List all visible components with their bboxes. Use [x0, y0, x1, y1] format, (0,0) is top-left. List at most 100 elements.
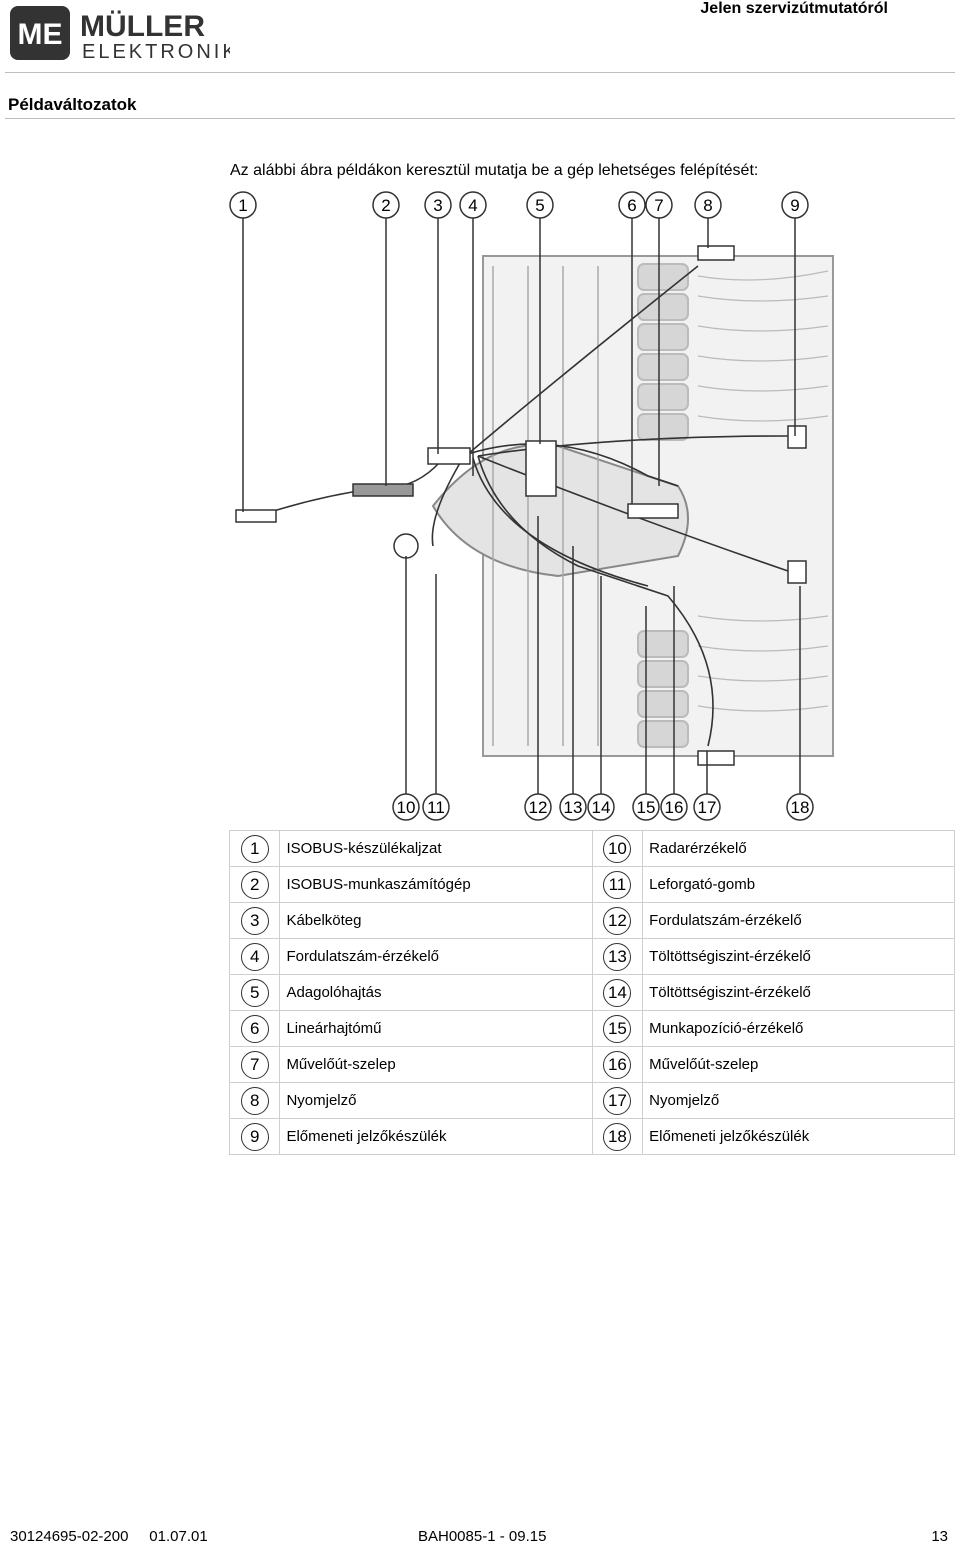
legend-number: 15	[603, 1014, 632, 1043]
callout-circle-13	[559, 793, 587, 821]
legend-number: 14	[603, 978, 632, 1007]
legend-number: 9	[240, 1122, 269, 1151]
callout-label-2: 2	[381, 196, 390, 215]
legend-number-cell: 17	[591, 1082, 644, 1119]
legend-number-cell: 9	[228, 1118, 281, 1155]
legend-number: 6	[240, 1014, 269, 1043]
legend-label: Leforgató-gomb	[642, 866, 955, 903]
callout-circle-4	[459, 191, 487, 219]
svg-text:ELEKTRONIK: ELEKTRONIK	[82, 41, 230, 62]
callout-circle-18	[786, 793, 814, 821]
legend-number: 13	[603, 942, 632, 971]
callout-label-4: 4	[468, 196, 477, 215]
legend-number: 11	[603, 870, 632, 899]
legend-row: 7 Művelőút-szelep 16 Művelőút-szelep	[228, 1046, 955, 1083]
callout-circle-3	[424, 191, 452, 219]
legend-label: Művelőút-szelep	[279, 1046, 593, 1083]
legend-label: Fordulatszám-érzékelő	[642, 902, 955, 939]
legend-label: Művelőút-szelep	[642, 1046, 955, 1083]
legend-number-cell: 10	[591, 830, 644, 867]
legend-label: Nyomjelző	[642, 1082, 955, 1119]
callout-circle-2	[372, 191, 400, 219]
callout-label-8: 8	[703, 196, 712, 215]
callout-label-9: 9	[790, 196, 799, 215]
legend-number: 3	[240, 906, 269, 935]
callout-circle-9	[781, 191, 809, 219]
callout-label-13: 13	[564, 798, 583, 817]
legend-number-cell: 2	[228, 866, 281, 903]
callout-label-3: 3	[433, 196, 442, 215]
legend-number: 10	[603, 834, 632, 863]
legend-number: 16	[603, 1050, 632, 1079]
legend-table: 1 ISOBUS-készülékaljzat 10 Radarérzékelő 2 IS…	[228, 830, 955, 1155]
header-title: Jelen szervizútmutatóról	[700, 0, 888, 17]
callout-label-14: 14	[592, 798, 611, 817]
legend-number: 1	[240, 834, 269, 863]
legend-row: 2 ISOBUS-munkaszámítógép 11 Leforgató-gomb	[228, 866, 955, 903]
muller-elektronik-logo: ME MÜLLER ELEKTRONIK	[10, 4, 236, 63]
legend-number: 2	[240, 870, 269, 899]
legend-label: ISOBUS-munkaszámítógép	[279, 866, 593, 903]
section-divider	[5, 118, 955, 119]
callout-label-1: 1	[238, 196, 247, 215]
footer-ref: BAH0085-1 - 09.15	[418, 1528, 547, 1545]
legend-number-cell: 15	[591, 1010, 644, 1047]
callout-label-17: 17	[698, 798, 717, 817]
legend-row: 5 Adagolóhajtás 14 Töltöttségiszint-érzékel…	[228, 974, 955, 1011]
callout-circle-8	[694, 191, 722, 219]
legend-number: 7	[240, 1050, 269, 1079]
footer-date: 01.07.01	[149, 1528, 208, 1545]
legend-number: 5	[240, 978, 269, 1007]
legend-number-cell: 14	[591, 974, 644, 1011]
section-title: Példaváltozatok	[8, 95, 137, 114]
legend-number-cell: 16	[591, 1046, 644, 1083]
legend-number-cell: 1	[228, 830, 281, 867]
callout-circle-7	[645, 191, 673, 219]
callout-label-16: 16	[665, 798, 684, 817]
svg-text:ME: ME	[18, 18, 63, 51]
callout-circle-12	[524, 793, 552, 821]
legend-number-cell: 5	[228, 974, 281, 1011]
intro-text: Az alábbi ábra példákon keresztül mutatj…	[230, 162, 759, 179]
legend-label: Adagolóhajtás	[279, 974, 593, 1011]
callout-label-12: 12	[529, 798, 548, 817]
legend-label: Radarérzékelő	[642, 830, 955, 867]
legend-number: 12	[603, 906, 632, 935]
callout-label-18: 18	[791, 798, 810, 817]
legend-number-cell: 7	[228, 1046, 281, 1083]
footer-page-number: 13	[931, 1528, 948, 1545]
legend-label: ISOBUS-készülékaljzat	[279, 830, 593, 867]
footer-doc-number: 30124695-02-200 01.07.01	[10, 1528, 208, 1545]
legend-label: Töltöttségiszint-érzékelő	[642, 974, 955, 1011]
legend-label: Munkapozíció-érzékelő	[642, 1010, 955, 1047]
legend-label: Nyomjelző	[279, 1082, 593, 1119]
machine-components	[235, 245, 807, 766]
callout-circle-5	[526, 191, 554, 219]
callout-label-15: 15	[637, 798, 656, 817]
legend-label: Előmeneti jelzőkészülék	[279, 1118, 593, 1155]
callout-circle-14	[587, 793, 615, 821]
legend-number: 4	[240, 942, 269, 971]
legend-number-cell: 13	[591, 938, 644, 975]
callout-label-10: 10	[397, 798, 416, 817]
callout-circle-16	[660, 793, 688, 821]
legend-row: 1 ISOBUS-készülékaljzat 10 Radarérzékelő	[228, 830, 955, 867]
callout-label-5: 5	[535, 196, 544, 215]
header-divider	[5, 72, 955, 73]
legend-number: 8	[240, 1086, 269, 1115]
callout-circle-10	[392, 793, 420, 821]
svg-text:MÜLLER: MÜLLER	[80, 10, 205, 43]
callout-circle-11	[422, 793, 450, 821]
legend-number-cell: 6	[228, 1010, 281, 1047]
legend-number-cell: 8	[228, 1082, 281, 1119]
callout-circle-6	[618, 191, 646, 219]
legend-label: Lineárhajtómű	[279, 1010, 593, 1047]
callout-label-6: 6	[627, 196, 636, 215]
legend-label: Töltöttségiszint-érzékelő	[642, 938, 955, 975]
legend-number-cell: 12	[591, 902, 644, 939]
